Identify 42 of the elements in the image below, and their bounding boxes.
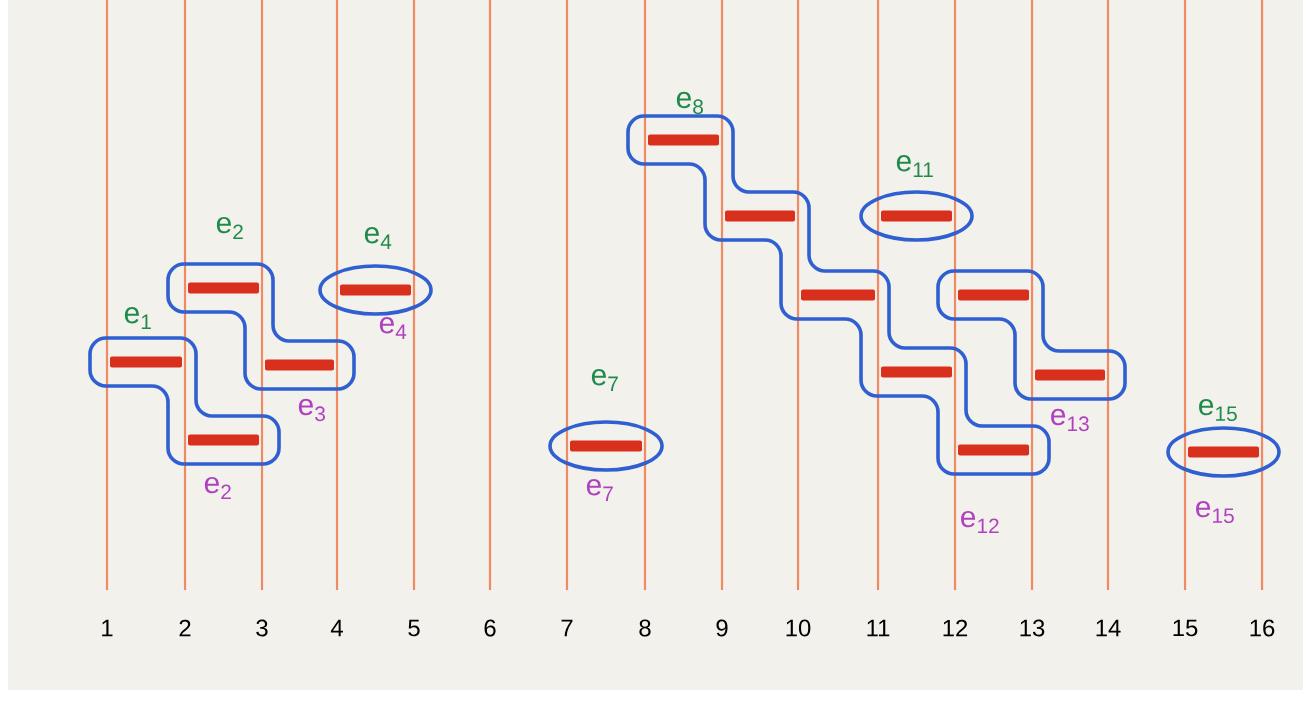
line-number: 8 <box>639 619 651 637</box>
line-number: 2 <box>179 619 191 637</box>
cluster-label: e$_{4}$ <box>379 317 407 339</box>
bond-bar <box>958 444 1029 456</box>
line-number: 10 <box>786 619 811 637</box>
bond-bar <box>265 359 334 371</box>
bond-bar <box>188 434 259 446</box>
cluster-label: e$_{7}$ <box>586 479 613 501</box>
bond-bar <box>1188 446 1259 458</box>
cluster-label: e$_{12}$ <box>961 510 999 534</box>
bond-bar <box>1035 369 1105 381</box>
line-number: 16 <box>1250 619 1275 637</box>
bond-bar <box>725 210 795 222</box>
line-number: 5 <box>408 619 420 637</box>
line-number: 9 <box>716 619 728 637</box>
cluster-loop: e$_{11}$ <box>859 155 974 242</box>
cluster-label: e$_{15}$ <box>1196 500 1234 524</box>
bond-bar <box>881 366 952 378</box>
cluster-label: e$_{3}$ <box>298 398 325 422</box>
line-number: 4 <box>330 619 343 637</box>
bond-bar <box>570 440 642 452</box>
line-number: 11 <box>867 619 890 637</box>
cluster-loop: e$_{7}$ <box>548 369 664 472</box>
line-number: 13 <box>1020 619 1045 637</box>
bond-bar <box>340 284 411 296</box>
bond-bar <box>648 134 719 146</box>
line-number: 14 <box>1096 619 1121 637</box>
line-number: 6 <box>484 619 496 637</box>
line-number: 1 <box>102 619 113 637</box>
bond-bar <box>958 289 1029 301</box>
line-number: 12 <box>943 619 968 637</box>
bond-bar <box>801 289 875 301</box>
cluster-label: e$_{2}$ <box>204 476 231 500</box>
line-number: 7 <box>561 619 573 637</box>
bond-bar <box>881 210 952 222</box>
bond-bar <box>110 356 182 368</box>
node-label: e$_{11}$ <box>896 155 933 177</box>
bond-bar <box>188 282 259 294</box>
cluster-loop: e$_{15}$ <box>1166 398 1281 478</box>
cluster-label: e$_{13}$ <box>1051 408 1089 432</box>
line-number: 3 <box>256 619 268 637</box>
line-number: 15 <box>1173 619 1198 637</box>
